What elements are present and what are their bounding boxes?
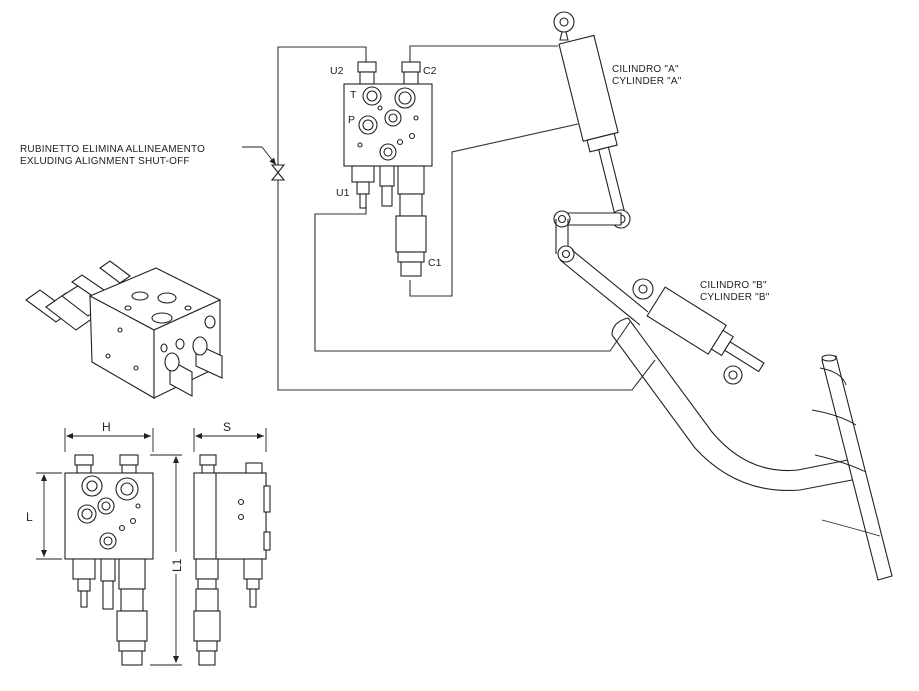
port-label-p: P bbox=[348, 114, 355, 126]
valve-block-schematic bbox=[343, 61, 433, 277]
wheel-tube bbox=[811, 354, 893, 581]
l1-label-bg bbox=[168, 552, 184, 574]
dim-label-l: L bbox=[26, 510, 33, 524]
valve-block-isometric bbox=[25, 260, 223, 399]
shutoff-valve-symbol bbox=[270, 164, 286, 181]
dim-label-l1: L1 bbox=[170, 558, 184, 572]
cyl-a-label-it: CILINDRO "A" bbox=[612, 64, 679, 75]
steering-linkage bbox=[553, 210, 649, 326]
dim-label-h: H bbox=[102, 420, 111, 434]
cyl-b-label-en: CYLINDER "B" bbox=[700, 292, 770, 303]
hydraulic-lines bbox=[277, 45, 656, 391]
shutoff-leader-arrow bbox=[261, 146, 277, 166]
dim-label-s: S bbox=[223, 420, 231, 434]
cyl-b-label-it: CILINDRO "B" bbox=[700, 280, 767, 291]
side-view bbox=[193, 454, 271, 666]
cylinder-a bbox=[553, 11, 631, 229]
shutoff-label-en: EXLUDING ALIGNMENT SHUT-OFF bbox=[20, 156, 190, 167]
shutoff-label-it: RUBINETTO ELIMINA ALLINEAMENTO bbox=[20, 144, 205, 155]
port-label-c1: C1 bbox=[428, 257, 442, 269]
cylinder-b bbox=[632, 278, 765, 385]
port-label-c2: C2 bbox=[423, 65, 437, 77]
steering-arm bbox=[611, 317, 853, 492]
port-label-t: T bbox=[350, 89, 357, 101]
cyl-a-label-en: CYLINDER "A" bbox=[612, 76, 682, 87]
port-label-u1: U1 bbox=[336, 187, 350, 199]
front-view bbox=[64, 454, 154, 666]
port-label-u2: U2 bbox=[330, 65, 344, 77]
